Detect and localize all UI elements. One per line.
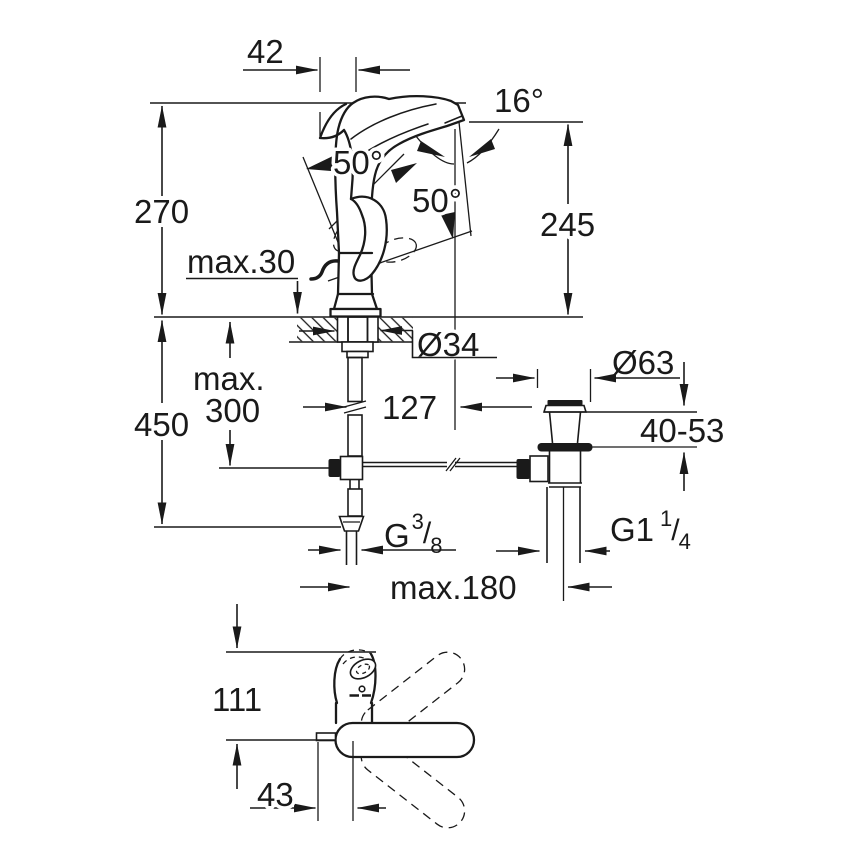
dim-450-lines: [154, 320, 341, 528]
dim-max300-lines: [219, 321, 329, 469]
supply-cone-nut: [338, 515, 365, 532]
waste-rod-knob: [516, 459, 530, 479]
dim-111-lines: [226, 604, 376, 789]
label-50deg-b: 50°: [412, 182, 462, 219]
dim-lines-over-labels: [186, 277, 680, 555]
shank-stem: [349, 479, 360, 489]
labels: 42 16° 50° 50° 270 245 max.30 max. 300 4…: [131, 30, 728, 817]
spout-inner-curve: [350, 103, 437, 140]
top-view-extension-lines: [317, 741, 354, 821]
mounting-nut: [341, 341, 374, 353]
label-40-53: 40-53: [640, 412, 724, 449]
rod-coupler-knob: [328, 459, 341, 477]
spout-tip-hidden-arc: [339, 649, 372, 660]
lever-loop-top-view-inner: [355, 663, 371, 675]
spout-top-view-sides: [333, 652, 377, 705]
faucet-side-view: [309, 94, 466, 318]
mounting-shank: [328, 341, 518, 565]
label-43: 43: [257, 776, 294, 813]
dim-245-lines: [469, 121, 583, 315]
horizontal-actuating-rod: [362, 461, 518, 468]
mounting-washer-right: [366, 316, 379, 343]
label-16deg: 16°: [494, 82, 544, 119]
waste-gasket: [537, 443, 593, 452]
waste-rod-socket: [529, 455, 549, 483]
supply-pipe: [345, 531, 358, 565]
body-top-view-sides: [334, 701, 374, 725]
pop-up-waste: [516, 400, 697, 601]
label-270: 270: [134, 193, 189, 230]
mounting-washer-left: [336, 316, 349, 343]
shank-thread-in-deck: [347, 316, 369, 343]
label-42: 42: [247, 33, 284, 70]
deck-hatch-left: [297, 317, 338, 342]
lever-loop-top-view: [349, 658, 377, 680]
label-max30: max.30: [187, 243, 295, 280]
cartridge-dot: [358, 685, 366, 693]
pop-up-rod-lever: [309, 259, 340, 281]
label-111: 111: [212, 681, 262, 718]
waste-plug-rim: [542, 404, 588, 413]
angle-annotation-lines: [302, 121, 500, 430]
dia34-leader: [299, 326, 497, 359]
handle-loop: [349, 195, 388, 282]
label-50deg-a: 50°: [333, 144, 383, 181]
top-view: [226, 604, 476, 829]
dim-42-lines: [243, 57, 410, 136]
threaded-rod-upper: [347, 356, 363, 403]
label-127: 127: [382, 389, 437, 426]
spout-tip-hidden-arc-inner: [342, 656, 368, 665]
rod-break-marks-2: [445, 457, 461, 472]
lever-tip: [318, 102, 354, 201]
body-joint-lines: [336, 251, 375, 296]
waste-tailpipe: [546, 487, 581, 563]
waste-body-taper: [548, 411, 582, 444]
label-dia63: Ø63: [612, 344, 674, 381]
spout-inner-curve-2: [359, 123, 429, 157]
spout-angle-line: [458, 121, 472, 237]
mounting-nut-step: [346, 350, 369, 359]
handle-top-view: [334, 721, 476, 759]
label-max300-line1: max.: [193, 360, 265, 397]
rod-break-marks: [343, 400, 367, 414]
label-245: 245: [540, 206, 595, 243]
threaded-rod-middle: [347, 414, 363, 457]
rod-coupler-body: [339, 455, 364, 481]
label-450: 450: [134, 406, 189, 443]
threaded-rod-lower: [347, 488, 363, 517]
label-max300-line2: 300: [205, 392, 260, 429]
aerator-line: [444, 115, 463, 124]
dia63-dim-lines: [496, 369, 680, 402]
waste-body: [548, 451, 582, 488]
counter-section: [154, 316, 583, 343]
faucet-base-plate: [329, 307, 382, 318]
dim-max30-leader: [186, 277, 302, 314]
main-view: [150, 57, 697, 601]
waste-plug-cap: [547, 400, 583, 406]
label-max180: max.180: [390, 569, 517, 606]
